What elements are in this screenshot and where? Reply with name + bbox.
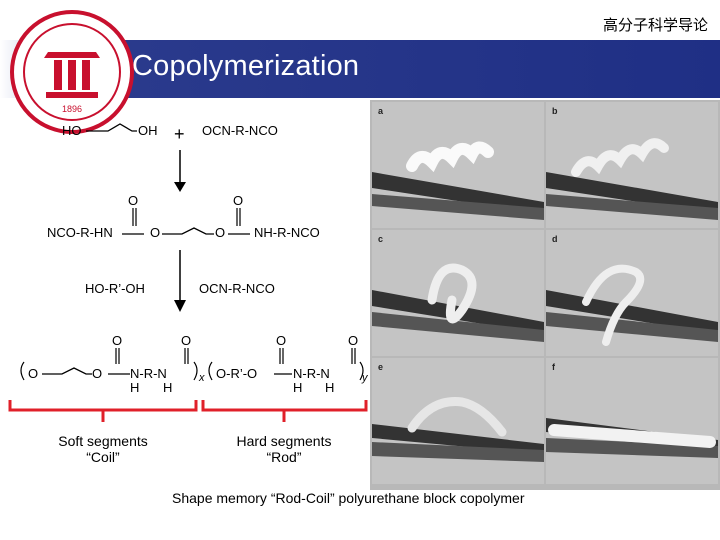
tweezers-photo-b — [546, 102, 718, 228]
photo-label-b: b — [552, 106, 558, 116]
final-urethane-2: N-R-N — [293, 366, 330, 381]
hard-segment-label: Hard segments “Rod” — [226, 433, 342, 465]
photo-panel-d: d — [546, 230, 718, 356]
diisocyanate-bottom: OCN-R-NCO — [199, 281, 275, 296]
photo-label-f: f — [552, 362, 555, 372]
prepolymer-carbonyl-2: O — [233, 193, 244, 208]
svg-text:1896: 1896 — [62, 104, 82, 114]
final-oxygen-1: O — [28, 366, 39, 381]
subscript-x: x — [199, 372, 205, 384]
prepolymer-left: NCO-R-HN — [47, 225, 113, 240]
final-h-2: H — [163, 380, 173, 395]
prepolymer-oxygen-2: O — [215, 225, 226, 240]
photo-label-a: a — [378, 106, 384, 116]
tweezers-photo-d — [546, 230, 718, 356]
tweezers-photo-a — [372, 102, 544, 228]
photo-panel-b: b — [546, 102, 718, 228]
diol-left: HO — [62, 123, 82, 138]
hard-segment-title: Hard segments — [236, 433, 332, 449]
reaction-scheme — [8, 123, 368, 422]
soft-segment-subtitle: “Coil” — [86, 449, 120, 465]
chain-extender: HO-R’-OH — [85, 281, 145, 296]
tweezers-photo-c — [372, 230, 544, 356]
final-carbonyl-1: O — [112, 333, 123, 348]
photo-panel-e: e — [372, 358, 544, 484]
photo-panel-c: c — [372, 230, 544, 356]
slide-title: Copolymerization — [132, 50, 360, 82]
course-title: 高分子科学导论 — [602, 16, 708, 34]
prepolymer-oxygen-1: O — [150, 225, 161, 240]
final-h-1: H — [130, 380, 140, 395]
hard-segment-subtitle: “Rod” — [266, 449, 302, 465]
diisocyanate-top: OCN-R-NCO — [202, 123, 278, 138]
plus-sign: + — [174, 124, 185, 144]
tweezers-photo-e — [372, 358, 544, 484]
prepolymer-right: NH-R-NCO — [254, 225, 320, 240]
photo-label-c: c — [378, 234, 384, 244]
photo-label-d: d — [552, 234, 558, 244]
photo-label-e: e — [378, 362, 384, 372]
final-h-4: H — [325, 380, 335, 395]
soft-segment-title: Soft segments — [58, 433, 148, 449]
photo-panel-a: a — [372, 102, 544, 228]
subscript-y: y — [362, 372, 368, 384]
final-h-3: H — [293, 380, 303, 395]
final-oxygen-2: O — [92, 366, 103, 381]
final-urethane-1: N-R-N — [130, 366, 167, 381]
figure-caption: Shape memory “Rod-Coil” polyurethane blo… — [172, 490, 525, 506]
final-carbonyl-3: O — [276, 333, 287, 348]
university-seal-icon: 1896 — [10, 10, 134, 134]
diol-right: OH — [138, 123, 158, 138]
final-oxyalkyl: O-R’-O — [216, 366, 258, 381]
final-carbonyl-2: O — [181, 333, 192, 348]
photo-panel-f: f — [546, 358, 718, 484]
tweezers-photo-f — [546, 358, 718, 484]
soft-segment-label: Soft segments “Coil” — [48, 433, 158, 465]
shape-memory-photo-grid: a b c d — [370, 100, 720, 490]
prepolymer-carbonyl-1: O — [128, 193, 139, 208]
final-carbonyl-4: O — [348, 333, 359, 348]
